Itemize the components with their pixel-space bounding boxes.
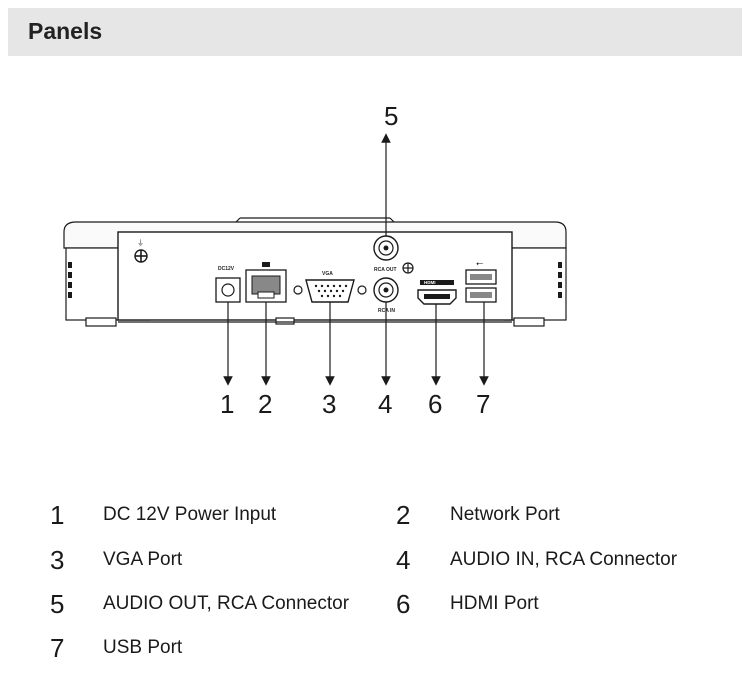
legend-number: 4	[396, 545, 411, 575]
callout-6: 6	[428, 389, 442, 419]
legend-number: 3	[50, 545, 65, 575]
legend-number: 5	[50, 589, 65, 619]
callout-leaders	[223, 133, 489, 386]
svg-text:⭠: ⭠	[476, 259, 483, 269]
callout-3: 3	[322, 389, 336, 419]
audio-out-rca-icon: RCA OUT	[373, 235, 414, 274]
callout-4: 4	[378, 389, 392, 419]
device-chassis	[63, 217, 567, 327]
usb-port-icon: ⭠	[465, 259, 497, 303]
power-jack-icon: DC12V	[215, 266, 241, 303]
vent-slots	[68, 262, 562, 298]
ground-screw-icon: ⏚	[134, 239, 148, 263]
network-port-icon	[245, 262, 287, 303]
hdmi-port-label: HDMI	[424, 280, 436, 285]
legend-text: VGA Port	[103, 549, 183, 570]
callout-7: 7	[476, 389, 490, 419]
callout-2: 2	[258, 389, 272, 419]
power-port-label: DC12V	[218, 266, 235, 272]
legend-text: AUDIO IN, RCA Connector	[450, 549, 678, 570]
section-header: Panels	[8, 8, 742, 56]
hdmi-port-icon: HDMI	[417, 280, 457, 305]
rear-panel-diagram: ⏚ DC12V VGA	[0, 90, 750, 430]
vga-port-icon: VGA	[293, 271, 367, 303]
legend-text: DC 12V Power Input	[103, 504, 277, 525]
vga-port-label: VGA	[322, 271, 333, 277]
legend-text: AUDIO OUT, RCA Connector	[103, 593, 350, 614]
legend-number: 2	[396, 500, 411, 530]
section-title: Panels	[28, 18, 103, 44]
legend-number: 7	[50, 633, 65, 663]
legend-number: 1	[50, 500, 65, 530]
audio-in-port-label: RCA IN	[378, 308, 395, 314]
legend-text: Network Port	[450, 504, 560, 525]
callout-1: 1	[220, 389, 234, 419]
svg-text:⏚: ⏚	[137, 239, 144, 247]
audio-out-port-label: RCA OUT	[374, 267, 397, 273]
rear-panel-svg: ⏚ DC12V VGA	[63, 101, 567, 419]
legend-text: USB Port	[103, 637, 183, 658]
audio-in-rca-icon: RCA IN	[373, 277, 399, 314]
callout-5: 5	[384, 101, 398, 131]
legend-number: 6	[396, 589, 411, 619]
legend-text: HDMI Port	[450, 593, 539, 614]
